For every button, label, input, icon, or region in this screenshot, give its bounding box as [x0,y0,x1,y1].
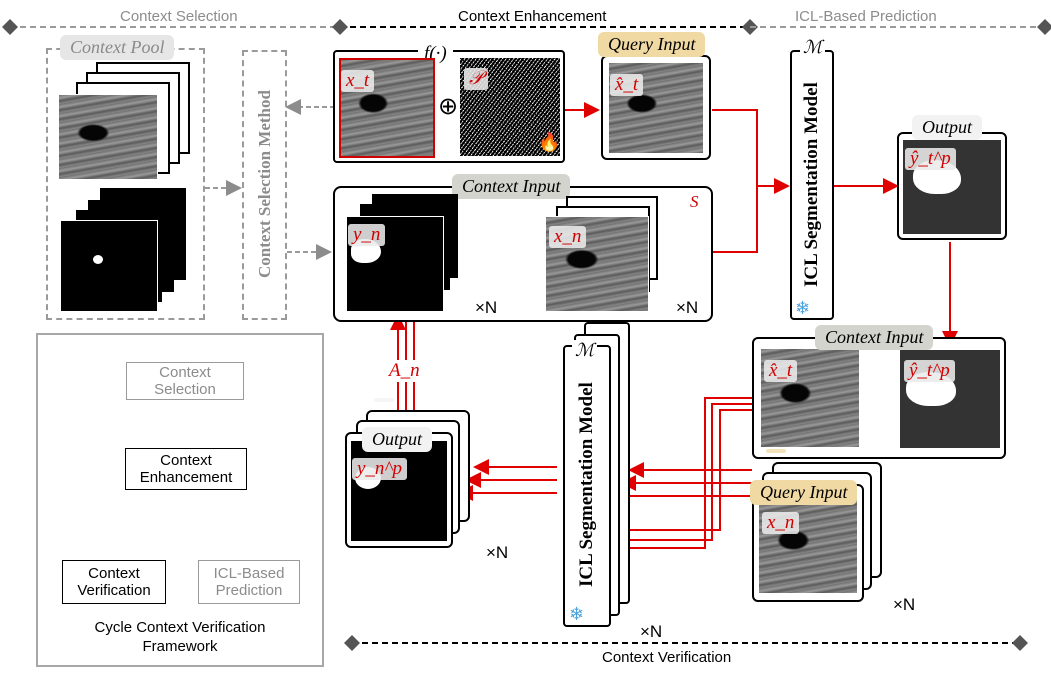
fw-icl-prediction: ICL-Based Prediction [198,560,300,604]
context-xn-label: x_n [549,226,587,248]
context-yn-label: y_n [348,224,386,246]
query-stack-title: Query Input [750,480,858,505]
fw-context-selection: Context Selection [126,362,244,400]
perturbation-label: 𝒫 [464,68,488,90]
selection-method-box[interactable] [242,50,287,320]
stage-label-enhancement: Context Enhancement [458,8,607,25]
arrow-an-label: A_n [387,360,422,382]
query-stack-xn-label: x_n [762,512,800,534]
fw-context-verification: Context Verification [62,560,166,604]
model-stack-count: ×N [640,622,663,641]
stage-label-prediction: ICL-Based Prediction [795,8,937,25]
oplus-symbol: ⊕ [438,93,459,120]
query-xt-hat-label: x̂_t [610,74,644,96]
context-input-title: Context Input [452,174,571,199]
output-stack-yn-label: y_n^p [352,458,407,480]
model-symbol: ℳ [800,37,826,58]
pool-ultrasound-image [58,94,158,180]
arrow-context2-to-model-b [630,403,755,541]
context2-y-label: ŷ_t^p [904,360,955,382]
output-yt-label: ŷ_t^p [905,148,956,170]
stage-label-verification: Context Verification [602,649,732,666]
output-stack-title-back [374,398,394,402]
fw-caption: Cycle Context Verification Framework [94,619,266,655]
fire-icon: 🔥 [538,132,561,152]
context-pool-title: Context Pool [60,35,175,60]
model-stack-label: ICL Segmentation Model [576,382,597,587]
context-mask-count: ×N [475,298,498,317]
context-image-count: ×N [676,298,699,317]
query-stack-image [758,496,858,594]
query-stack-count: ×N [893,595,916,614]
icl-model-block [790,50,834,320]
fw-context-enhancement: Context Enhancement [125,448,247,490]
context2-x-label: x̂_t [764,360,798,382]
stage-label-selection: Context Selection [120,8,238,25]
model-stack-front [563,345,611,627]
context-input2-title: Context Input [815,325,934,350]
query-stack-title-back [766,449,786,453]
output-title-top: Output [912,115,983,140]
set-s-label: S [690,192,699,211]
output-stack-count: ×N [486,543,509,562]
output-stack-mask [350,440,448,542]
snowflake-icon: ❄ [569,604,585,624]
selection-method-label: Context Selection Method [255,90,274,278]
snowflake-icon: ❄ [795,298,811,318]
output-stack-title: Output [362,427,433,452]
arrow-context-to-model [712,186,758,253]
arrow-context2-to-model-a [617,397,755,549]
enh-xt-label: x_t [341,70,375,92]
query-input-title: Query Input [598,32,706,57]
model-label: ICL Segmentation Model [801,82,822,287]
arrow-query-to-model [712,109,790,194]
model-stack-symbol: ℳ [572,340,598,361]
pool-mask-image [60,220,158,312]
